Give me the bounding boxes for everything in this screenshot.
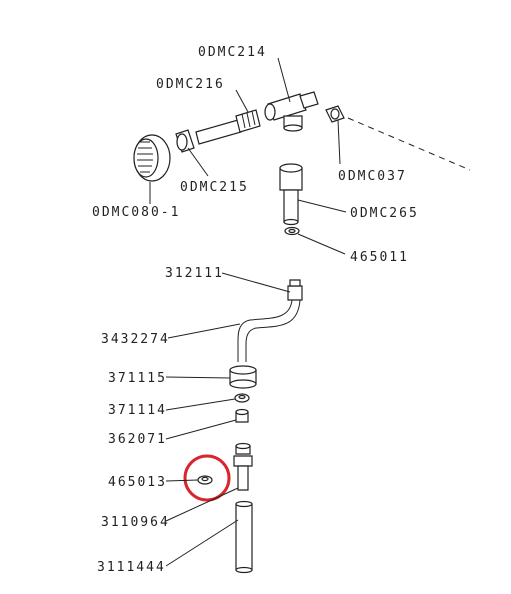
leader-465013 (165, 479, 199, 482)
leader-odmc214 (277, 57, 291, 103)
leader-odmc265 (297, 199, 347, 213)
label-371114: 371114 (108, 403, 167, 418)
leader-465011 (297, 233, 346, 255)
ferrule-part-362071 (235, 408, 249, 423)
valve-body-part-odmc214 (264, 91, 319, 132)
label-odmc214: 0DMC214 (198, 45, 267, 60)
spindle-part-odmc216 (195, 109, 261, 145)
label-362071: 362071 (108, 432, 167, 447)
leader-362071 (165, 419, 237, 440)
bent-tube-part-3432274 (237, 279, 303, 362)
leader-odmc216 (235, 89, 249, 113)
leader-odmc215 (187, 147, 209, 177)
fitting-part-odmc037 (325, 105, 345, 123)
label-312111: 312111 (165, 266, 224, 281)
leader-312111 (221, 272, 291, 293)
fitting-part-3110964 (233, 442, 253, 491)
label-465011: 465011 (350, 250, 409, 265)
leader-371115 (165, 376, 231, 379)
washer-part-465011 (284, 226, 300, 236)
label-odmc216: 0DMC216 (156, 77, 225, 92)
label-3111444: 3111444 (97, 560, 166, 575)
label-3110964: 3110964 (101, 515, 170, 530)
leader-371114 (165, 398, 236, 411)
ring-part-371114 (234, 393, 250, 403)
label-odmc215: 0DMC215 (180, 180, 249, 195)
label-371115: 371115 (108, 371, 167, 386)
dashed-connector (347, 117, 471, 171)
nut-part-odmc215 (175, 129, 195, 153)
knob-part-odmc080-1 (133, 134, 171, 182)
leader-odmc037 (337, 119, 341, 165)
label-odmc080-1: 0DMC080-1 (92, 205, 180, 220)
label-odmc265: 0DMC265 (350, 206, 419, 221)
leader-3111444 (165, 519, 239, 567)
label-465013: 465013 (108, 475, 167, 490)
insert-part-371115 (229, 365, 257, 389)
tube-part-3111444 (235, 500, 253, 574)
leader-3110964 (165, 487, 239, 522)
tube-part-odmc265 (279, 163, 303, 226)
label-3432274: 3432274 (101, 332, 170, 347)
highlight-circle (183, 454, 231, 502)
label-odmc037: 0DMC037 (338, 169, 407, 184)
oring-part-465013 (197, 475, 213, 485)
leader-3432274 (167, 323, 241, 339)
